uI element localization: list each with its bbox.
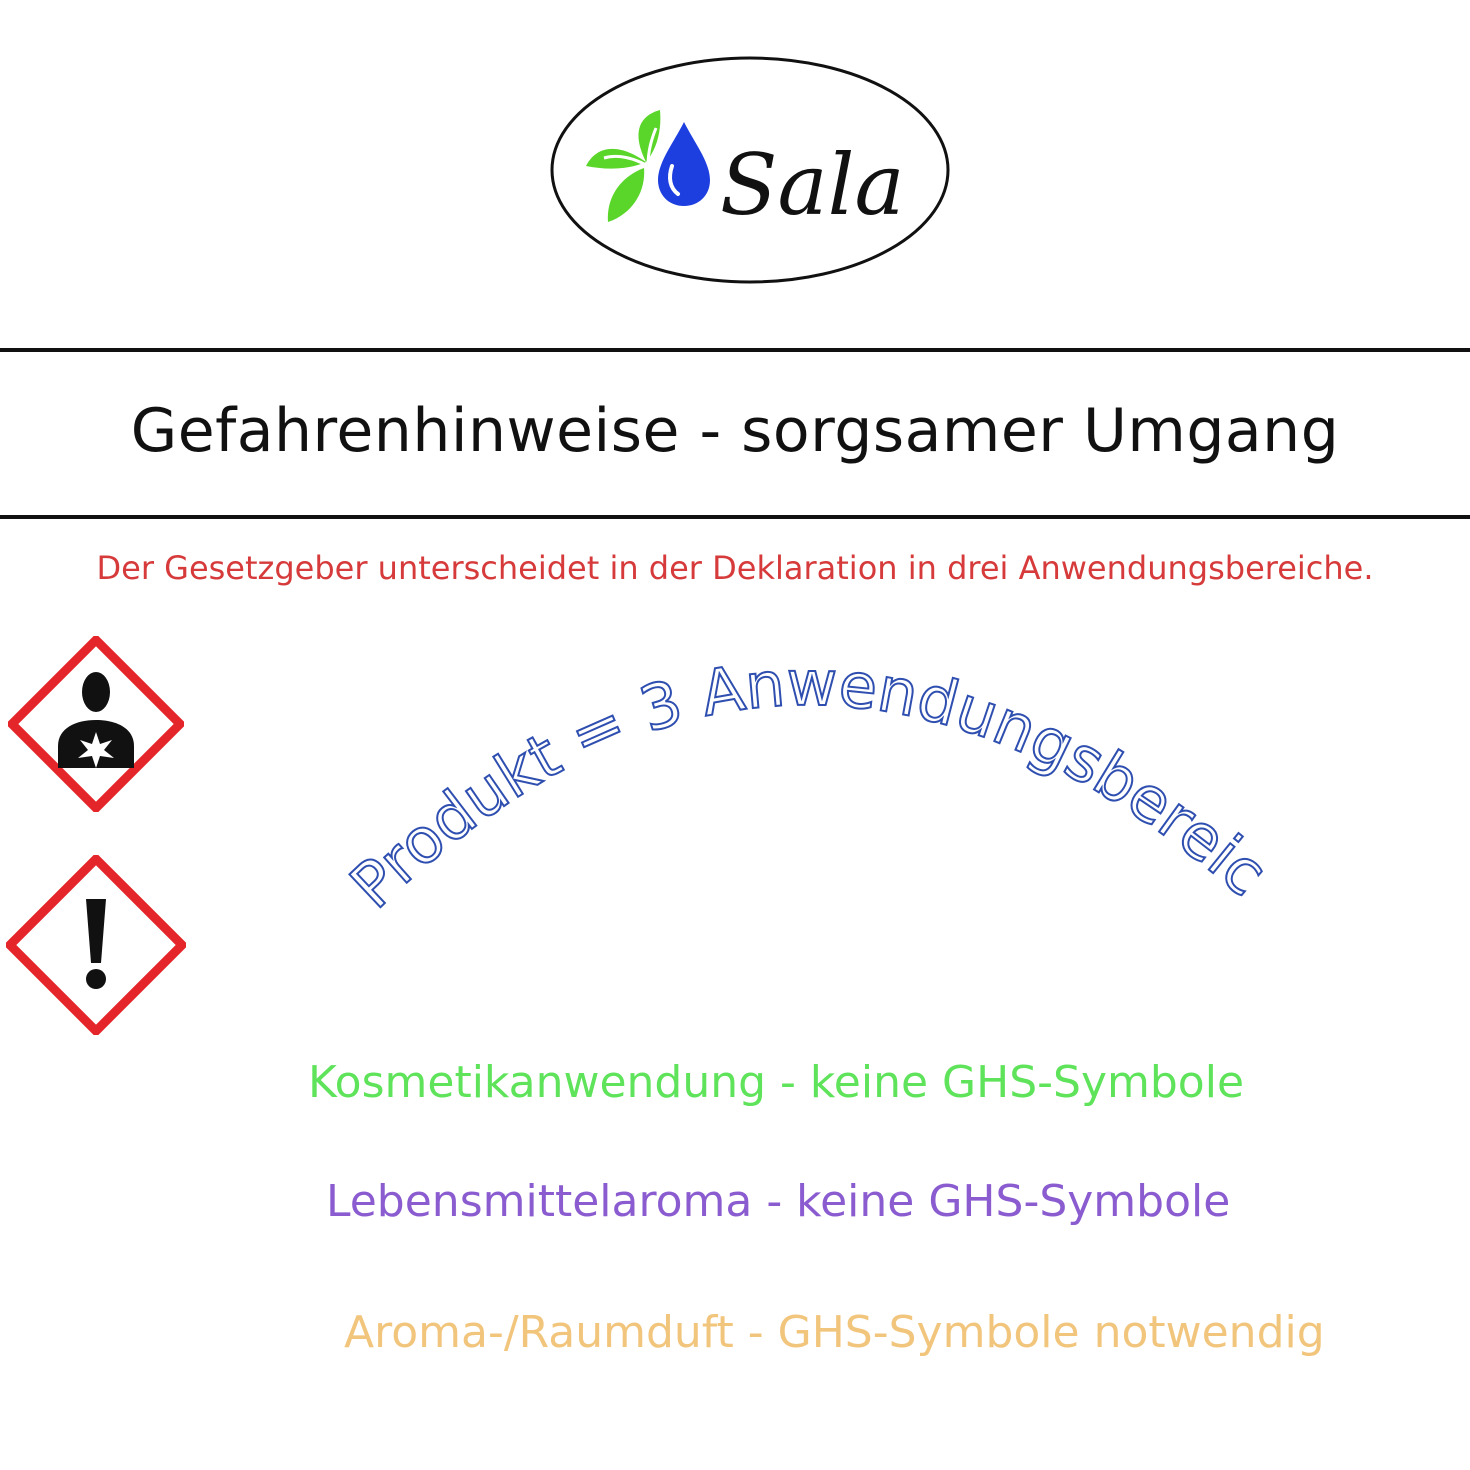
arc-heading: 1 Produkt = 3 Anwendungsbereiche [279,541,1350,930]
usage-food-flavour: Lebensmittelaroma - keine GHS-Symbole [326,1176,1231,1227]
intro-text: Der Gesetzgeber unterscheidet in der Dek… [96,549,1374,587]
exclamation-mark-pictogram-icon [3,852,189,1038]
brand-logo: Sala [548,54,952,286]
top-divider [0,348,1470,352]
arc-heading-text: 1 Produkt = 3 Anwendungsbereiche [279,541,1282,923]
bottom-divider [0,515,1470,519]
svg-text:1 Produkt = 3 Anwendungsbereic: 1 Produkt = 3 Anwendungsbereiche [300,600,1281,922]
brand-name: Sala [720,136,905,234]
water-drop-icon [658,122,710,206]
usage-room-fragrance: Aroma-/Raumduft - GHS-Symbole notwendig [344,1307,1325,1358]
usage-cosmetic: Kosmetikanwendung - keine GHS-Symbole [308,1057,1245,1108]
health-hazard-pictogram-icon [5,633,187,815]
leaf-icon [586,110,661,222]
page-title: Gefahrenhinweise - sorgsamer Umgang [130,396,1340,466]
